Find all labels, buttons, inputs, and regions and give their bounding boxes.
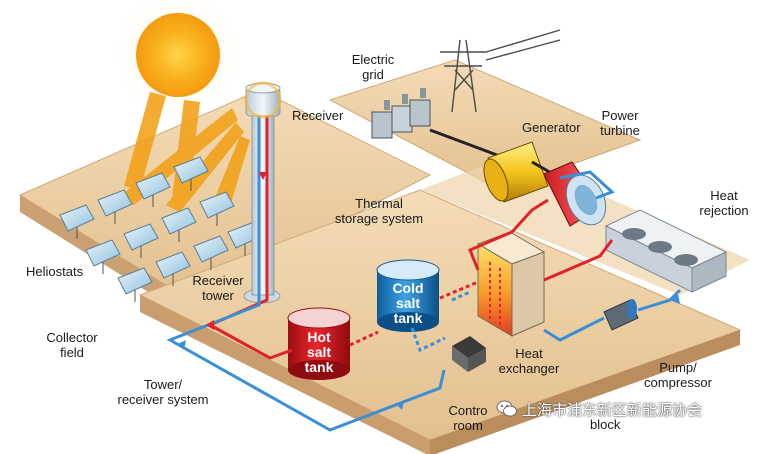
- watermark-text: 上海市浦东新区新能源协会: [522, 401, 703, 419]
- wechat-watermark: 上海市浦东新区新能源协会: [496, 398, 764, 420]
- power-block-label: block: [590, 417, 621, 432]
- grid-transformers: [371, 88, 431, 139]
- control-room-building: [452, 336, 486, 372]
- wechat-icon: [496, 400, 517, 417]
- flow-arrows: [178, 294, 680, 410]
- heliostats-label: Heliostats: [26, 264, 84, 279]
- receiver-label: Receiver: [292, 108, 344, 123]
- grid-cable: [429, 128, 506, 160]
- heliostat-field: [59, 156, 263, 302]
- generator-label: Generator: [522, 120, 581, 135]
- heat-rejection-unit: [604, 209, 728, 293]
- receiver-tower: [243, 81, 282, 304]
- hot-salt-tank: [287, 307, 351, 380]
- generator: [483, 141, 561, 203]
- tower-receiver-system-label: Tower/receiver system: [117, 377, 209, 407]
- pump-compressor-label: Pump/compressor: [644, 360, 712, 390]
- cold-salt-tank: [376, 259, 440, 332]
- power-turbine: [543, 161, 607, 227]
- heat-exchanger: [476, 231, 546, 337]
- pump-compressor: [603, 299, 639, 331]
- sun-icon: [136, 13, 220, 97]
- transmission-pylon: [440, 29, 561, 113]
